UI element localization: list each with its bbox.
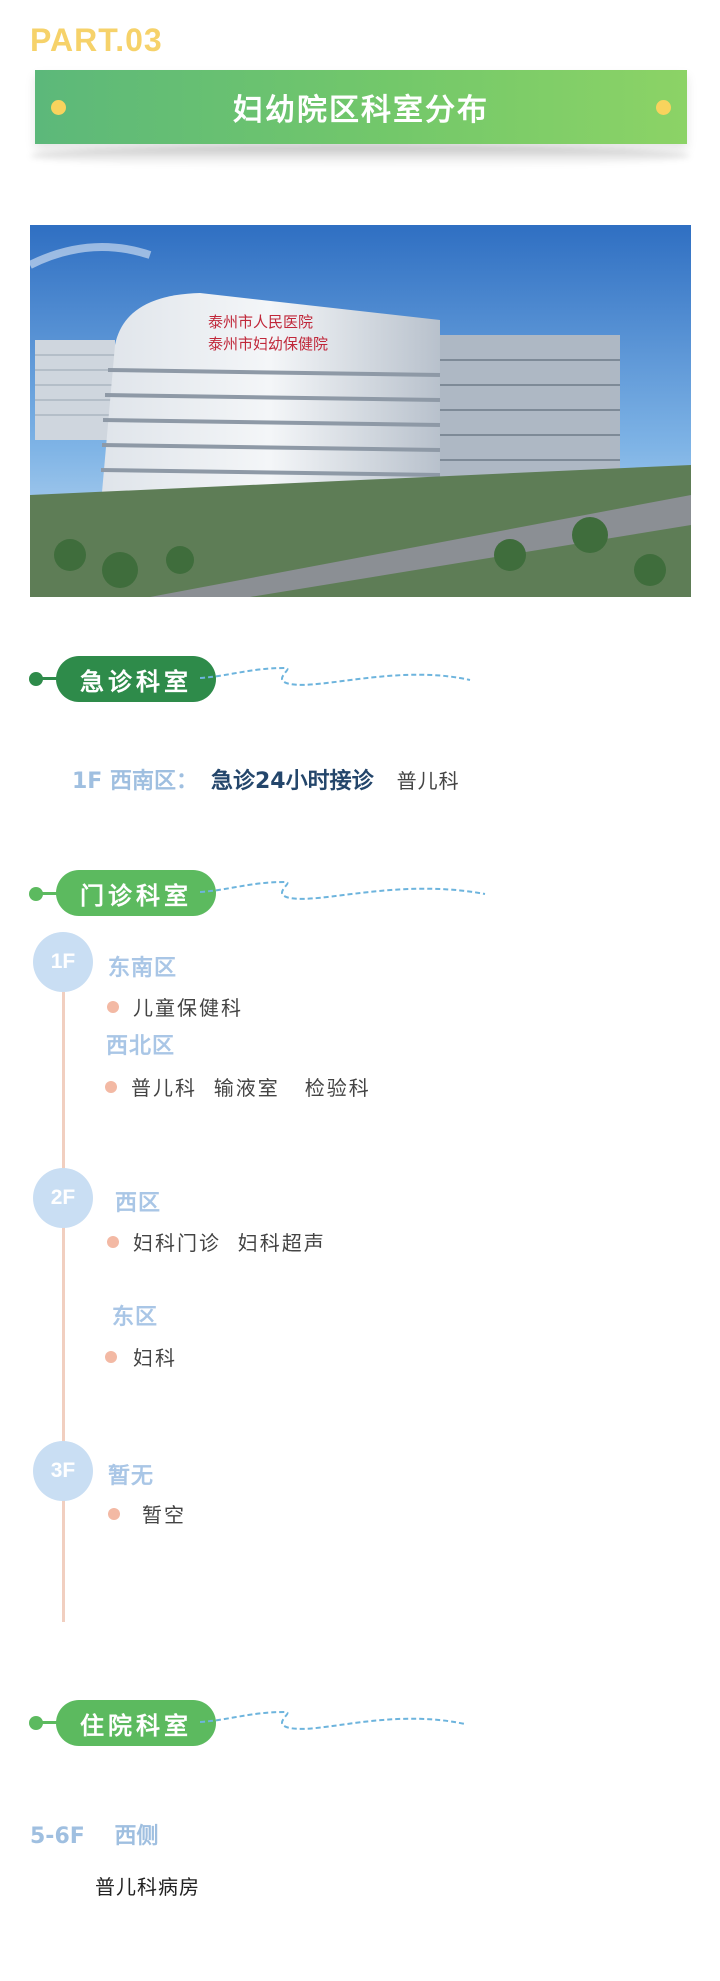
floor-1f-zone-northwest: 西北区 bbox=[106, 1034, 176, 1059]
floor-2f-east-depts: 妇科 bbox=[133, 1346, 177, 1370]
bullet-dot bbox=[107, 1236, 119, 1248]
floor-3f-zone-none: 暂无 bbox=[108, 1464, 155, 1489]
bullet-dot bbox=[108, 1508, 120, 1520]
outpatient-marker-line bbox=[40, 892, 60, 895]
banner-right-dot bbox=[656, 100, 671, 115]
floor-1f-southeast-depts: 儿童保健科 bbox=[133, 996, 243, 1020]
banner-left-dot bbox=[51, 100, 66, 115]
inpatient-marker-dot bbox=[29, 1716, 43, 1730]
floor-timeline bbox=[62, 992, 65, 1622]
floor-2f-zone-west: 西区 bbox=[115, 1191, 162, 1216]
banner-shadow bbox=[30, 145, 690, 167]
bullet-dot bbox=[105, 1081, 117, 1093]
emergency-wave-decoration bbox=[200, 666, 471, 686]
emergency-heading: 急诊科室 bbox=[56, 656, 216, 702]
emergency-marker-line bbox=[40, 677, 60, 680]
floor-2f-badge: 2F bbox=[33, 1168, 93, 1228]
inpatient-wave-decoration bbox=[200, 1710, 466, 1730]
inpatient-zone: 西侧 bbox=[114, 1824, 159, 1849]
title-banner: 妇幼院区科室分布 bbox=[35, 70, 687, 144]
floor-1f-northwest-depts: 普儿科 输液室 检验科 bbox=[131, 1076, 371, 1100]
emergency-floor-zone: 1F 西南区： bbox=[72, 769, 198, 794]
emergency-dept: 普儿科 bbox=[396, 769, 460, 793]
inpatient-floor-row: 5-6F 西侧 bbox=[30, 1818, 158, 1850]
inpatient-floor: 5-6F bbox=[30, 1824, 85, 1849]
bullet-dot bbox=[105, 1351, 117, 1363]
inpatient-heading: 住院科室 bbox=[56, 1700, 216, 1746]
outpatient-marker-dot bbox=[29, 887, 43, 901]
outpatient-heading: 门诊科室 bbox=[56, 870, 216, 916]
inpatient-marker-line bbox=[40, 1721, 60, 1724]
emergency-note: 急诊24小时接诊 bbox=[211, 769, 374, 794]
floor-2f-zone-east: 东区 bbox=[112, 1305, 159, 1330]
emergency-row: 1F 西南区： 急诊24小时接诊 普儿科 bbox=[72, 763, 460, 795]
outpatient-wave-decoration bbox=[200, 880, 486, 900]
hospital-photo: 泰州市人民医院 泰州市妇幼保健院 bbox=[30, 225, 691, 597]
page-title: 妇幼院区科室分布 bbox=[233, 93, 489, 128]
floor-2f-west-depts: 妇科门诊 妇科超声 bbox=[133, 1231, 326, 1255]
photo-sign-line2: 泰州市妇幼保健院 bbox=[208, 335, 328, 353]
emergency-marker-dot bbox=[29, 672, 43, 686]
photo-sign-line1: 泰州市人民医院 bbox=[208, 313, 313, 331]
part-label: PART.03 bbox=[30, 22, 163, 58]
floor-3f-badge: 3F bbox=[33, 1441, 93, 1501]
inpatient-dept: 普儿科病房 bbox=[95, 1875, 200, 1899]
bullet-dot bbox=[107, 1001, 119, 1013]
floor-1f-zone-southeast: 东南区 bbox=[108, 956, 178, 981]
floor-3f-depts: 暂空 bbox=[142, 1503, 186, 1527]
floor-1f-badge: 1F bbox=[33, 932, 93, 992]
